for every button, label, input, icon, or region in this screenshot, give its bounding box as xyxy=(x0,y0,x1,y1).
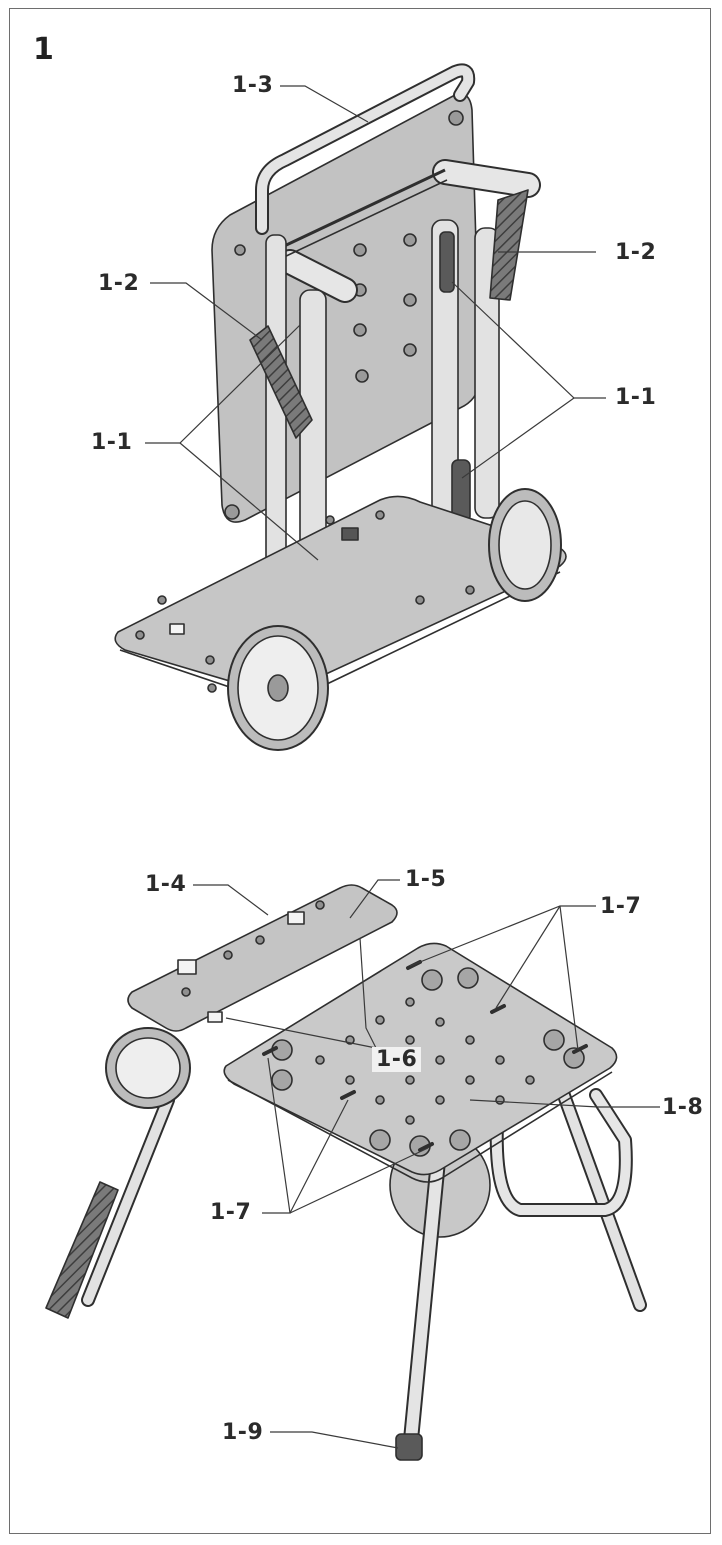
callout-1-6: 1-6 xyxy=(372,1047,422,1072)
callout-1-2-left: 1-2 xyxy=(98,271,140,296)
callout-1-4: 1-4 xyxy=(145,872,187,897)
callout-1-1-right: 1-1 xyxy=(615,385,657,410)
hand-truck-drawing xyxy=(114,63,567,751)
callout-1-2-right: 1-2 xyxy=(615,240,657,265)
figure-frame xyxy=(9,8,711,1534)
callout-1-9: 1-9 xyxy=(222,1420,264,1445)
callout-1-5: 1-5 xyxy=(405,867,447,892)
callout-1-7-bottom: 1-7 xyxy=(210,1200,252,1225)
adapter-plate xyxy=(127,884,398,1032)
callout-1-3: 1-3 xyxy=(232,73,274,98)
callout-1-8: 1-8 xyxy=(662,1095,704,1120)
base-plate xyxy=(114,495,567,693)
callout-1-7-top: 1-7 xyxy=(600,894,642,919)
leader-lines-top xyxy=(145,85,606,561)
callout-1-1-left: 1-1 xyxy=(91,430,133,455)
leader-lines-bottom xyxy=(193,879,660,1449)
table-stand-drawing xyxy=(45,884,647,1461)
figure-number: 1 xyxy=(33,32,54,67)
